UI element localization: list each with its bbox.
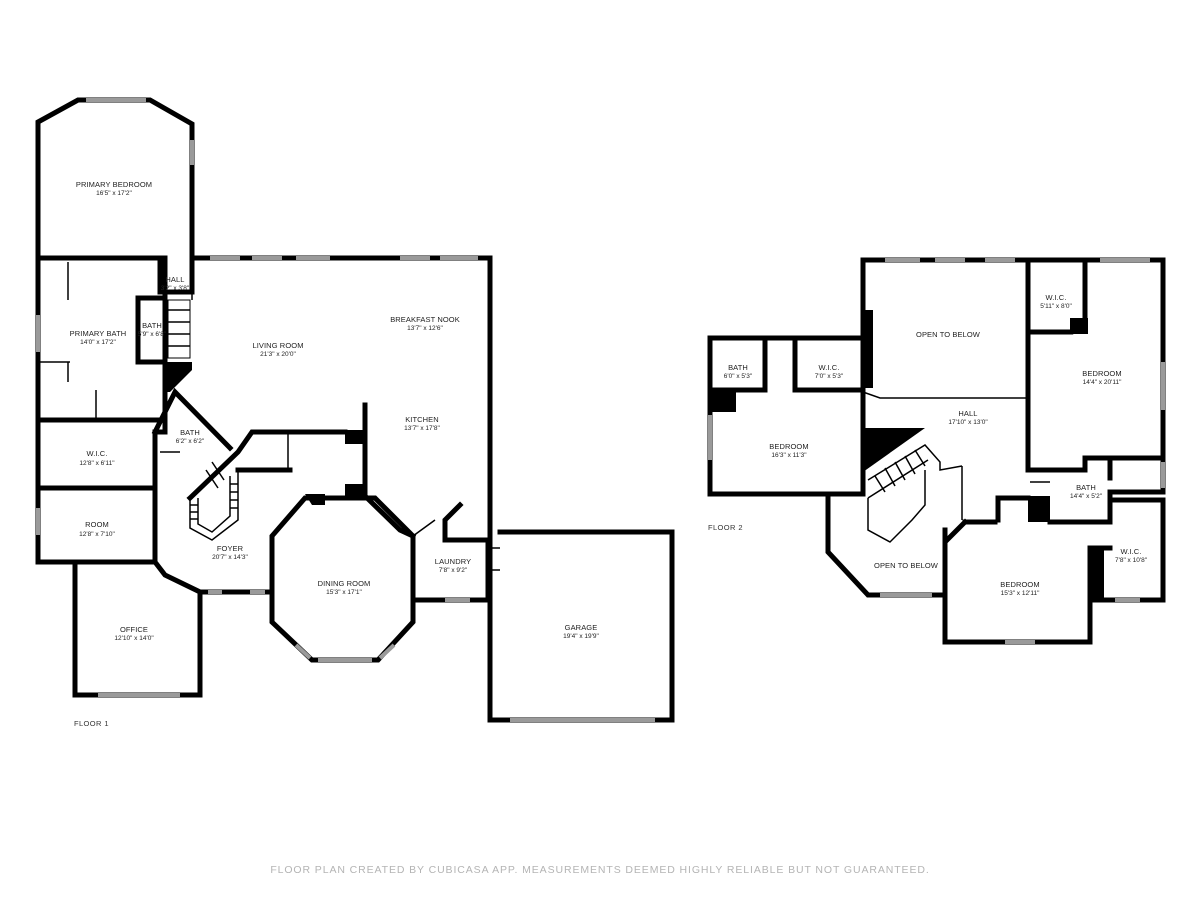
room-name: BEDROOM [1000,580,1039,589]
room-name: BREAKFAST NOOK [390,315,460,324]
room-dims: 14'4" x 20'11" [1083,379,1122,386]
small-bath-walls [135,295,168,365]
room-name: BEDROOM [1082,369,1121,378]
floor2-open-below-walls [825,491,948,598]
room-name: BATH [728,363,748,372]
room-name: DINING ROOM [318,579,371,588]
room-name: BATH [180,428,200,437]
room-name: BATH [1076,483,1096,492]
room-dims: 14'0" x 17'2" [80,339,116,346]
west-wing-walls [35,255,168,565]
room-dims: 13'7" x 17'8" [404,425,440,432]
floor-2-plan [707,257,1166,645]
room-name: PRIMARY BEDROOM [76,180,152,189]
room-dims: 6'0" x 5'3" [724,373,753,380]
room-dims: 15'3" x 12'11" [1001,590,1040,597]
room-dims: 16'3" x 11'3" [771,452,807,459]
foyer-bath-walls [151,387,234,452]
room-name: LIVING ROOM [252,341,303,350]
room-name: OFFICE [120,625,148,634]
floor2-top-walls [860,257,1166,495]
room-dims: 19'4" x 19'9" [563,633,599,640]
garage-walls [487,527,675,723]
room-name: KITCHEN [405,415,439,424]
room-name: HALL [165,275,184,284]
floor2-left-bedroom-walls [707,335,866,497]
room-name: BEDROOM [769,442,808,451]
room-dims: 12'8" x 7'10" [79,531,115,538]
floor-1-plan [35,97,675,723]
room-dims: 15'3" x 17'1" [326,589,362,596]
room-name: PRIMARY BATH [70,329,127,338]
room-dims: 12'10" x 14'0" [114,635,154,642]
room-name: W.I.C. [818,363,839,372]
room-dims: 14'4" x 5'2" [1070,493,1103,500]
room-dims: 5'11" x 8'0" [1040,303,1072,310]
room-dims: 12'8" x 6'11" [79,460,115,467]
room-dims: 6'2" x 6'2" [176,438,205,445]
room-dims: 7'0" x 5'3" [815,373,844,380]
room-dims: 7'8" x 9'2" [439,567,468,574]
room-name: GARAGE [565,623,598,632]
room-dims: 3'2" x 3'8" [161,285,190,292]
room-name: W.I.C. [86,449,107,458]
room-dims: 16'5" x 17'2" [96,190,132,197]
room-name: OPEN TO BELOW [916,330,981,339]
room-dims: 20'7" x 14'3" [212,554,248,561]
room-dims: 13'7" x 12'6" [407,325,443,332]
room-name: ROOM [85,520,109,529]
floor-1-label: FLOOR 1 [74,719,109,728]
floor-2-label: FLOOR 2 [708,523,743,532]
room-name: HALL [958,409,977,418]
primary-bedroom-walls [35,97,195,261]
office-walls [72,558,203,698]
room-name: LAUNDRY [435,557,471,566]
dining-room-walls [269,495,416,663]
room-dims: 17'10" x 13'0" [948,419,988,426]
disclaimer-footer: FLOOR PLAN CREATED BY CUBICASA APP. MEAS… [270,864,929,876]
main-north-east-walls [189,255,493,533]
room-dims: 21'3" x 20'0" [260,351,296,358]
room-labels: PRIMARY BEDROOM 16'5" x 17'2" HALL 3'2" … [70,180,1148,876]
room-name: BATH [142,321,162,330]
room-name: OPEN TO BELOW [874,561,939,570]
room-dims: 5'9" x 6'8" [138,331,167,338]
room-name: W.I.C. [1045,293,1066,302]
room-name: FOYER [217,544,244,553]
room-dims: 7'8" x 10'8" [1115,557,1148,564]
room-name: W.I.C. [1120,547,1141,556]
